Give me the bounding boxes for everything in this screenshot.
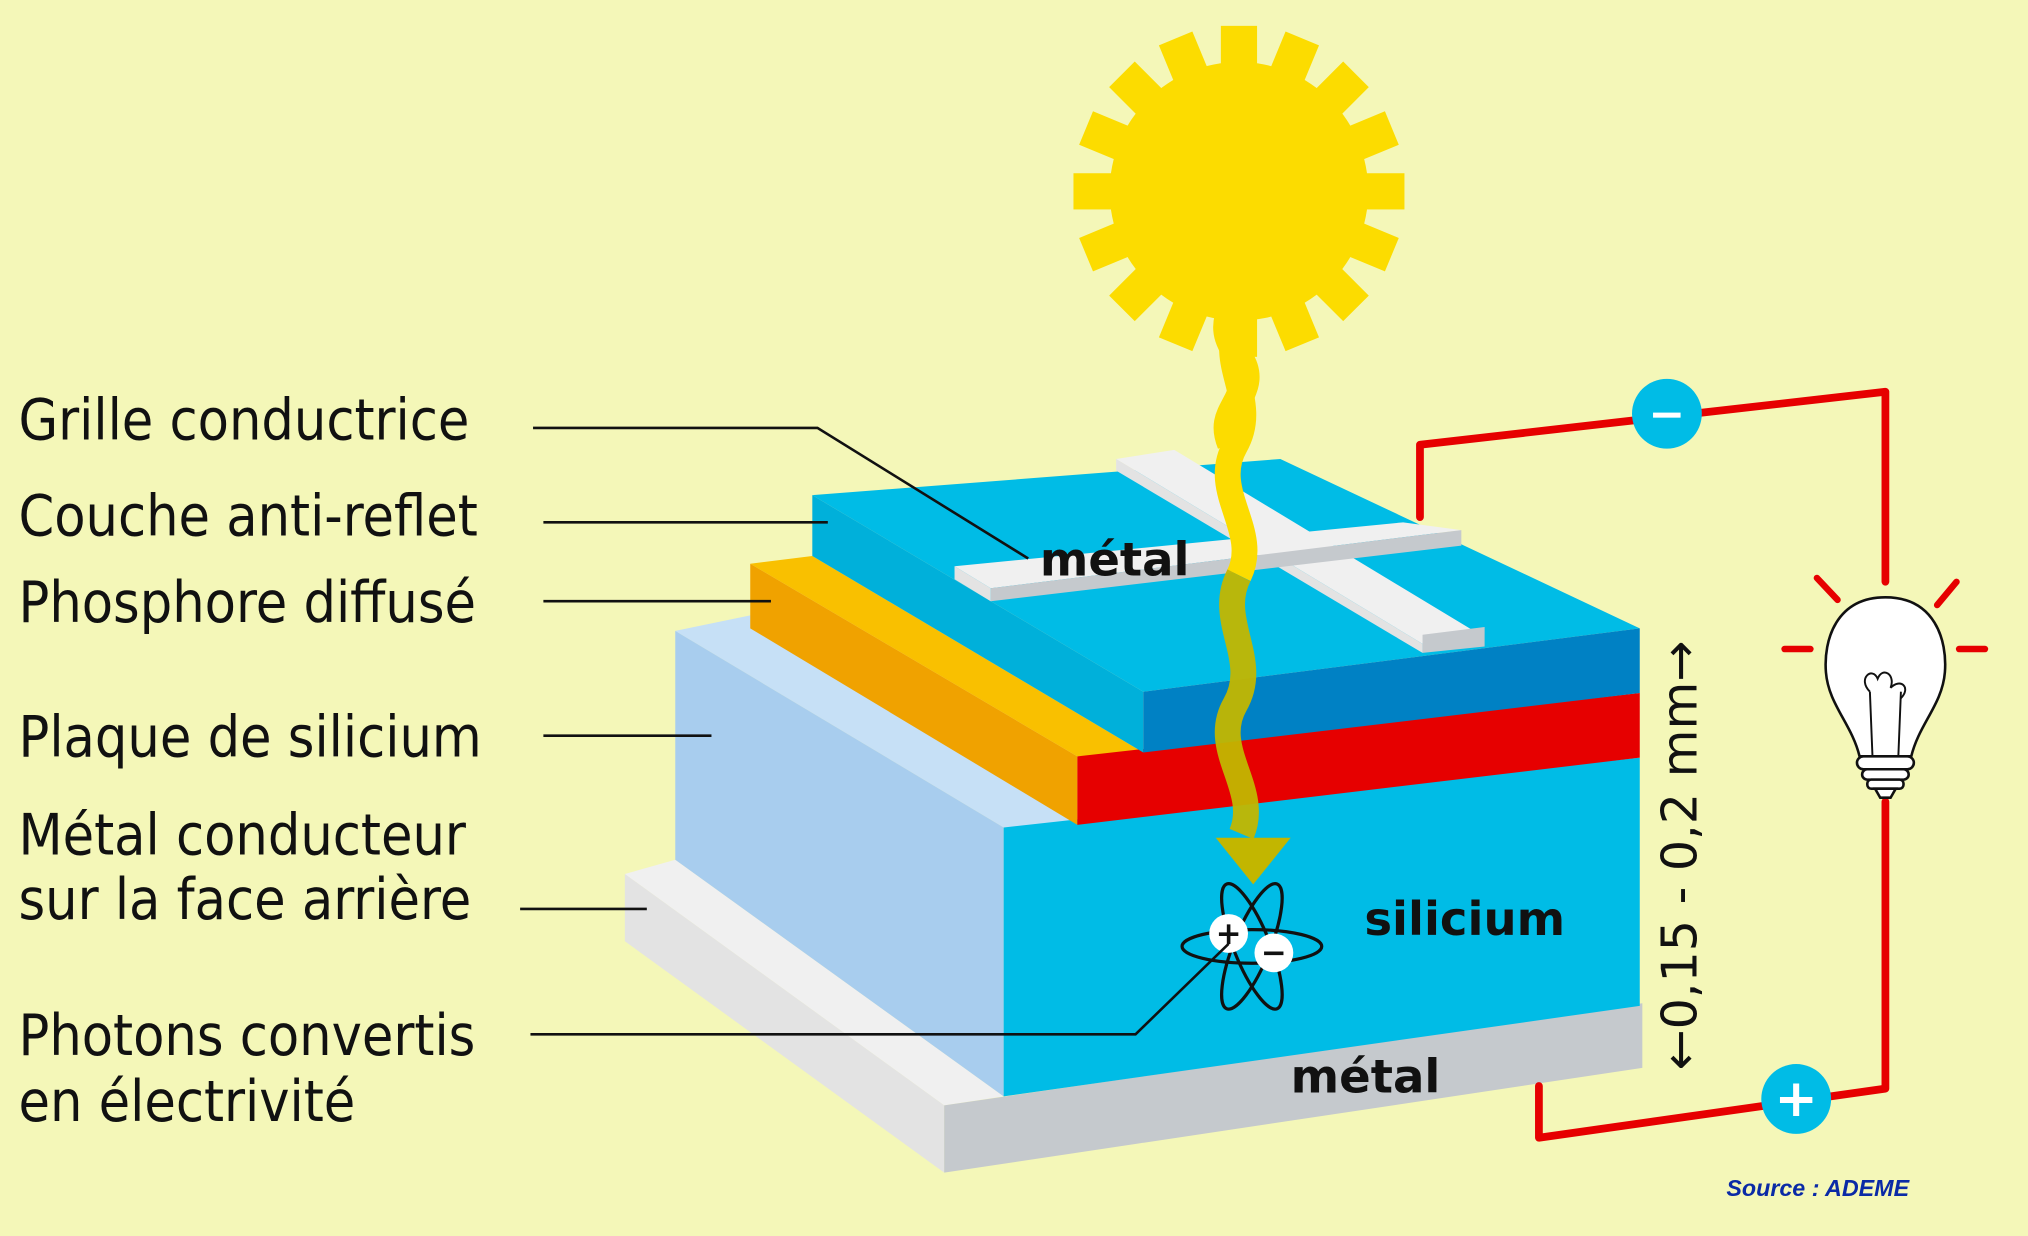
atom-positive-sign: + xyxy=(1216,916,1242,952)
negative-terminal-sign: − xyxy=(1648,389,1685,440)
circuit-wire-bottom xyxy=(1535,797,1890,1142)
silicon-plate xyxy=(675,615,1640,1097)
thickness-dimension: ←0,15 - 0,2 mm→ xyxy=(1651,641,1709,1071)
silicium-label: silicium xyxy=(1364,892,1565,946)
light-bulb-icon xyxy=(1781,574,1989,800)
label-grille-conductrice: Grille conductrice xyxy=(18,388,469,454)
negative-terminal: − xyxy=(1632,378,1702,449)
back-metal-plate xyxy=(624,859,1643,1173)
top-metal-label: métal xyxy=(1040,532,1190,586)
label-phosphore-diffuse: Phosphore diffusé xyxy=(18,570,476,636)
atom-negative-charge xyxy=(1254,933,1294,973)
photon-arrow-icon xyxy=(1214,316,1291,885)
atom-positive-charge xyxy=(1209,914,1249,953)
leader-grille xyxy=(533,426,1029,560)
metal-grid xyxy=(954,449,1485,653)
leader-photons xyxy=(530,942,1230,1036)
label-photons-1: Photons convertis xyxy=(18,1003,475,1069)
label-photons-2: en électrivité xyxy=(18,1069,355,1135)
source-credit: Source : ADEME xyxy=(1726,1175,1910,1201)
label-metal-conducteur-2: sur la face arrière xyxy=(18,867,471,933)
phosphore-layer xyxy=(750,555,1640,825)
atom-negative-sign: − xyxy=(1261,935,1287,971)
positive-terminal-sign: + xyxy=(1775,1069,1818,1129)
label-plaque-silicium: Plaque de silicium xyxy=(18,704,481,770)
atom-icon: + − xyxy=(1180,882,1324,1011)
positive-terminal: + xyxy=(1761,1064,1832,1134)
label-metal-conducteur-1: Métal conducteur xyxy=(18,803,466,869)
label-couche-anti-reflet: Couche anti-reflet xyxy=(18,483,477,549)
bottom-metal-label: métal xyxy=(1291,1049,1441,1103)
